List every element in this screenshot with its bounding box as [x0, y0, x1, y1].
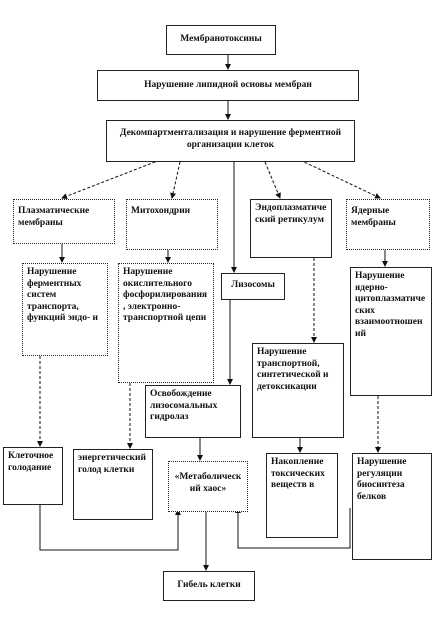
node-membranotoxins: Мембранотоксины — [166, 25, 276, 55]
node-cell-starvation: Клеточное голодание — [3, 447, 63, 505]
node-lysosome-release: Освобождение лизосомальных гидролаз — [145, 385, 241, 438]
node-metabolic-chaos: «Метаболический хаос» — [168, 461, 248, 512]
node-nuclear-effect: Нарушение ядерно-цитоплазматических взаи… — [350, 267, 432, 396]
node-nuclear-membranes: Ядерные мембраны — [346, 199, 430, 250]
node-protein-synthesis: Нарушение регуляции биосинтеза белков — [352, 453, 432, 560]
node-plasma-effect: Нарушение ферментных систем транспорта, … — [22, 263, 108, 356]
node-mito-effect: Нарушение окислительного фосфорилировани… — [118, 263, 214, 383]
node-endoplasmic-reticulum: Эндоплазматический ретикулум — [250, 199, 332, 258]
node-energy-starvation: энергетический голод клетки — [73, 449, 153, 520]
node-lipid-disruption: Нарушение липидной основы мембран — [97, 70, 359, 101]
node-cell-death: Гибель клетки — [163, 571, 255, 601]
node-decompartmentalization: Декомпартментализация и нарушение фермен… — [106, 120, 355, 162]
arrow-decompart-to-mito — [170, 161, 181, 199]
node-toxic-accumulation: Накопление токсических веществ в — [266, 453, 338, 538]
node-lysosomes: Лизосомы — [221, 273, 285, 300]
node-plasma-membranes: Плазматические мембраны — [13, 199, 115, 244]
node-mitochondria: Митохондрии — [126, 199, 218, 250]
arrow-decompart-to-nuclear — [299, 159, 381, 199]
arrow-decompart-to-er — [264, 161, 281, 199]
arrow-decompart-to-plasma — [61, 159, 161, 199]
node-er-effect: Нарушение транспортной, синтетической и … — [252, 343, 344, 438]
